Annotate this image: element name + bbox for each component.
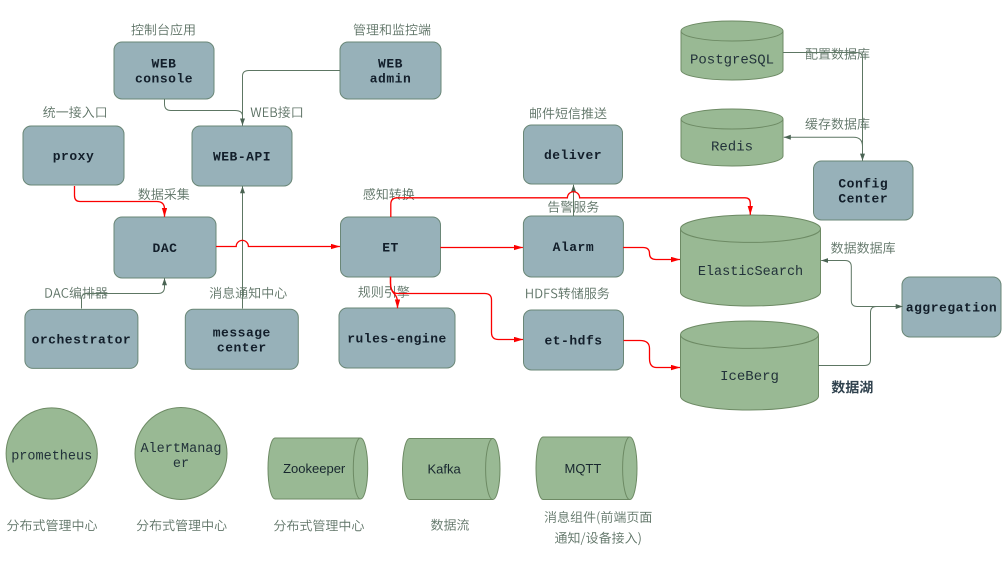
svg-text:Kafka: Kafka	[427, 462, 461, 477]
svg-text:Alarm: Alarm	[553, 240, 595, 255]
svg-text:MQTT: MQTT	[564, 461, 601, 476]
svg-text:rules-engine: rules-engine	[347, 332, 447, 347]
svg-text:console: console	[135, 72, 193, 87]
svg-text:DAC: DAC	[153, 241, 178, 256]
svg-text:deliver: deliver	[544, 148, 602, 163]
svg-text:Config: Config	[838, 177, 888, 192]
svg-text:aggregation: aggregation	[906, 301, 997, 316]
svg-text:ET: ET	[382, 241, 399, 256]
svg-text:ElasticSearch: ElasticSearch	[698, 265, 803, 280]
svg-text:message: message	[213, 325, 271, 340]
svg-text:admin: admin	[370, 72, 412, 87]
svg-text:Center: Center	[838, 192, 888, 207]
svg-text:Redis: Redis	[711, 139, 753, 155]
svg-text:proxy: proxy	[53, 149, 95, 164]
svg-text:er: er	[173, 457, 189, 472]
svg-text:et-hdfs: et-hdfs	[544, 334, 602, 349]
svg-text:WEB: WEB	[378, 57, 403, 72]
svg-text:orchestrator: orchestrator	[32, 332, 132, 347]
svg-text:WEB-API: WEB-API	[213, 150, 271, 165]
svg-text:prometheus: prometheus	[11, 450, 92, 465]
svg-text:center: center	[217, 340, 267, 355]
svg-text:Zookeeper: Zookeeper	[283, 461, 346, 476]
svg-text:IceBerg: IceBerg	[720, 369, 779, 385]
svg-text:WEB: WEB	[152, 57, 177, 72]
svg-text:PostgreSQL: PostgreSQL	[690, 52, 774, 68]
svg-text:AlertManag: AlertManag	[140, 442, 221, 457]
